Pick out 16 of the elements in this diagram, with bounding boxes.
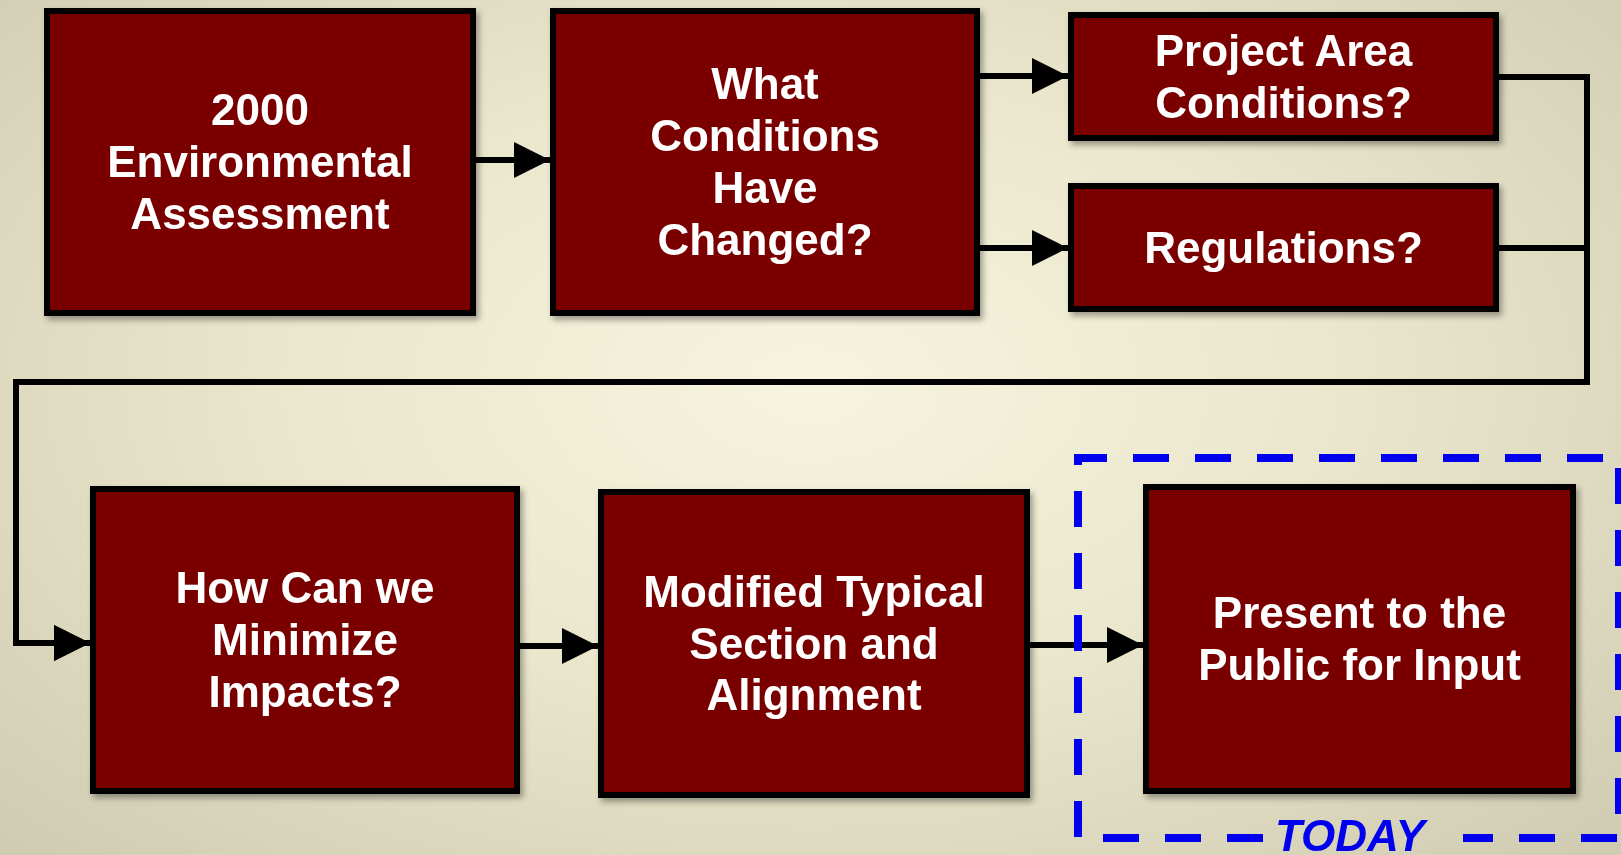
process-box <box>598 489 1030 798</box>
box-label: Modified Typical Section and Alignment <box>642 565 986 722</box>
arrow <box>476 142 550 178</box>
process-box <box>1068 12 1499 141</box>
process-box <box>1068 183 1499 312</box>
box-label: What Conditions Have Changed? <box>649 58 881 266</box>
process-box <box>44 8 476 316</box>
arrow <box>520 628 598 664</box>
arrow <box>980 230 1068 266</box>
process-box <box>90 486 520 794</box>
process-box <box>550 8 980 316</box>
box-label: Regulations? <box>1143 221 1424 274</box>
box-label: How Can we Minimize Impacts? <box>174 562 436 718</box>
box-label: Project Area Conditions? <box>1153 24 1414 129</box>
arrow <box>980 58 1068 94</box>
box-label: 2000 Environmental Assessment <box>106 84 414 240</box>
